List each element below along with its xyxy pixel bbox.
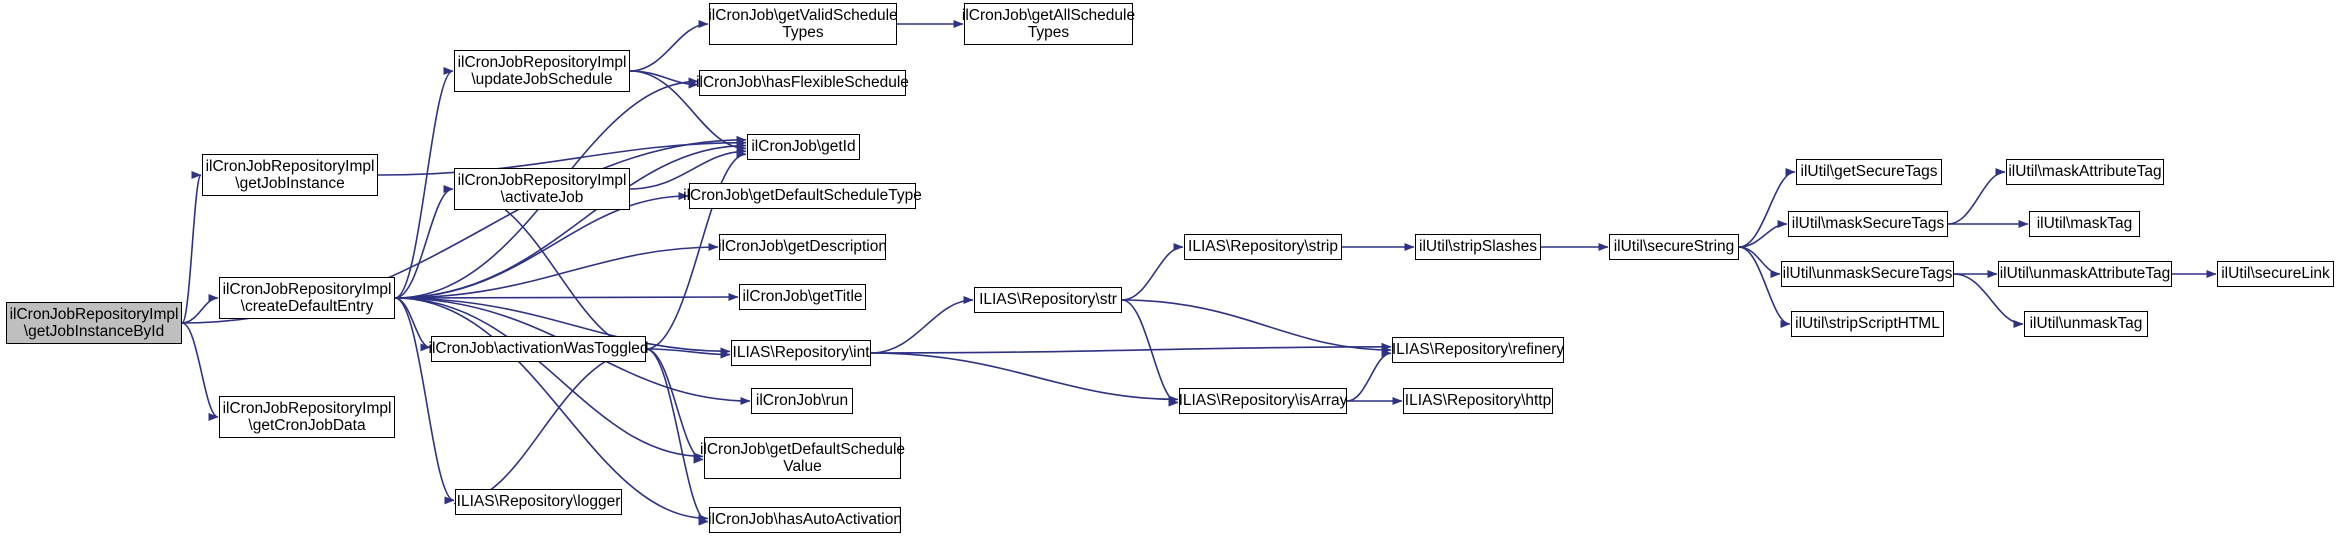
edge-secureString-to-stripScriptHTML: [1738, 246, 1791, 328]
edge-repoInt-to-refinery: [870, 342, 1392, 354]
graph-node-repoStr[interactable]: ILIAS\Repository\str: [974, 287, 1122, 313]
graph-node-http[interactable]: ILIAS\Repository\http: [1403, 388, 1553, 414]
graph-node-createDefaultEntry[interactable]: ilCronJobRepositoryImpl \createDefaultEn…: [219, 277, 395, 319]
edge-repoStr-to-refinery: [1121, 299, 1392, 354]
graph-node-logger[interactable]: ILIAS\Repository\logger: [455, 489, 622, 515]
graph-node-unmaskSecureTags[interactable]: ilUtil\unmaskSecureTags: [1781, 261, 1954, 287]
edge-createDefaultEntry-to-updateJobSchedule: [394, 67, 454, 299]
edge-repoInt-to-isArray: [870, 352, 1179, 404]
edge-createDefaultEntry-to-logger: [394, 297, 455, 505]
graph-node-getDefaultScheduleType[interactable]: ilCronJob\getDefaultScheduleType: [683, 183, 922, 209]
graph-node-maskAttributeTag[interactable]: ilUtil\maskAttributeTag: [2006, 159, 2164, 185]
edge-maskSecureTags-to-maskAttributeTag: [1947, 168, 2006, 225]
graph-node-getTitle[interactable]: ilCronJob\getTitle: [739, 284, 866, 310]
edge-activateJob-to-activationWasToggled: [453, 188, 648, 355]
graph-node-repoInt[interactable]: ILIAS\Repository\int: [731, 340, 871, 366]
graph-node-getDescription[interactable]: ilCronJob\getDescription: [718, 234, 887, 260]
edge-repoInt-to-repoStr: [870, 296, 974, 354]
graph-node-hasAutoActivation[interactable]: ilCronJob\hasAutoActivation: [708, 507, 902, 533]
graph-node-secureString[interactable]: ilUtil\secureString: [1609, 234, 1739, 260]
graph-node-activateJob[interactable]: ilCronJobRepositoryImpl \activateJob: [454, 168, 630, 210]
graph-node-getJobInstance[interactable]: ilCronJobRepositoryImpl \getJobInstance: [202, 154, 378, 196]
edge-createDefaultEntry-to-getDefaultScheduleType: [394, 192, 689, 299]
edge-activationWasToggled-to-repoInt: [645, 348, 731, 359]
graph-node-stripSlashes[interactable]: ilUtil\stripSlashes: [1415, 234, 1541, 260]
graph-node-refinery[interactable]: ILIAS\Repository\refinery: [1392, 337, 1564, 363]
graph-node-maskSecureTags[interactable]: ilUtil\maskSecureTags: [1788, 211, 1948, 237]
edge-activationWasToggled-to-hasAutoActivation: [645, 348, 709, 526]
edge-updateJobSchedule-to-getId: [629, 70, 747, 153]
graph-node-run[interactable]: ilCronJob\run: [751, 388, 853, 414]
graph-node-getCronJobData[interactable]: ilCronJobRepositoryImpl \getCronJobData: [219, 396, 395, 438]
graph-node-updateJobSchedule[interactable]: ilCronJobRepositoryImpl \updateJobSchedu…: [454, 50, 630, 92]
edge-repoStr-to-repoStrip: [1121, 243, 1184, 301]
edge-createDefaultEntry-to-hasAutoActivation: [394, 297, 709, 523]
edge-activationWasToggled-to-getId: [645, 150, 747, 350]
edge-createDefaultEntry-to-repoInt: [394, 297, 731, 356]
graph-node-unmaskTag[interactable]: ilUtil\unmaskTag: [2024, 311, 2148, 337]
edge-unmaskSecureTags-to-unmaskTag: [1953, 273, 2024, 328]
graph-node-getJobInstanceById[interactable]: ilCronJobRepositoryImpl \getJobInstanceB…: [6, 302, 182, 344]
edge-secureString-to-maskSecureTags: [1738, 220, 1788, 248]
edge-createDefaultEntry-to-getTitle: [394, 293, 739, 302]
graph-node-unmaskAttributeTag[interactable]: ilUtil\unmaskAttributeTag: [1998, 261, 2172, 287]
graph-node-stripScriptHTML[interactable]: ilUtil\stripScriptHTML: [1791, 311, 1944, 337]
edge-activateJob-to-getId: [629, 147, 747, 190]
edge-createDefaultEntry-to-activateJob: [394, 185, 454, 299]
edge-getJobInstance-to-getId: [377, 138, 747, 176]
graph-node-getId[interactable]: ilCronJob\getId: [747, 134, 860, 160]
graph-node-getDefaultScheduleValue[interactable]: ilCronJob\getDefaultSchedule Value: [700, 437, 905, 479]
edge-updateJobSchedule-to-getValidScheduleTypes: [629, 20, 709, 72]
graph-node-activationWasToggled[interactable]: ilCronJob\activationWasToggled: [429, 336, 649, 362]
edge-getJobInstanceById-to-getCronJobData: [181, 322, 219, 421]
graph-node-getValidScheduleTypes[interactable]: ilCronJob\getValidSchedule Types: [708, 3, 898, 45]
edge-getJobInstanceById-to-getJobInstance: [181, 171, 202, 324]
edge-createDefaultEntry-to-activationWasToggled: [394, 297, 431, 352]
graph-node-secureLink[interactable]: ilUtil\secureLink: [2217, 261, 2334, 287]
edge-secureString-to-getSecureTags: [1738, 168, 1796, 248]
edge-isArray-to-refinery: [1346, 349, 1392, 402]
graph-node-getSecureTags[interactable]: ilUtil\getSecureTags: [1796, 159, 1942, 185]
graph-node-getAllScheduleTypes[interactable]: ilCronJob\getAllSchedule Types: [962, 3, 1135, 45]
edge-createDefaultEntry-to-getDefaultScheduleValue: [394, 297, 704, 461]
edge-activationWasToggled-to-getDefaultScheduleValue: [645, 348, 704, 464]
graph-node-maskTag[interactable]: ilUtil\maskTag: [2029, 211, 2140, 237]
edge-repoStr-to-isArray: [1121, 299, 1179, 407]
graph-node-hasFlexibleSchedule[interactable]: ilCronJob\hasFlexibleSchedule: [696, 70, 909, 96]
graph-node-repoStrip[interactable]: ILIAS\Repository\strip: [1184, 234, 1342, 260]
graph-node-isArray[interactable]: ILIAS\Repository\isArray: [1179, 388, 1347, 414]
edge-createDefaultEntry-to-getDescription: [394, 243, 719, 299]
